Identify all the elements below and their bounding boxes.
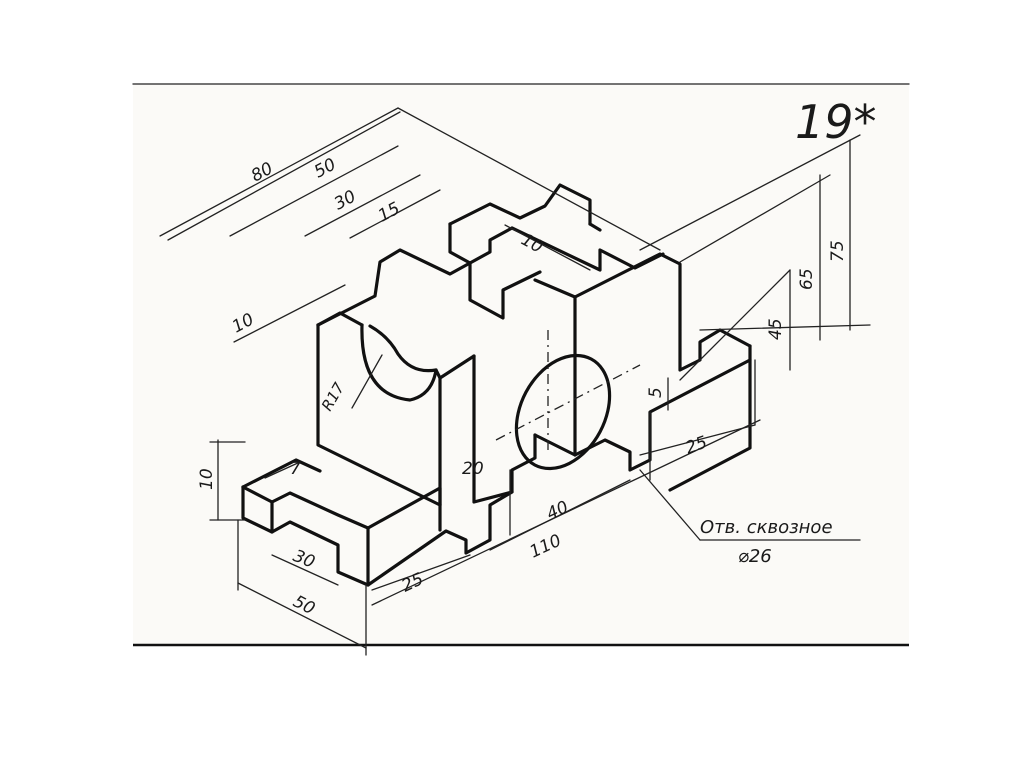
hole-note-line2: ⌀26: [738, 546, 772, 567]
rib-left: [448, 222, 514, 265]
dim-45: 45: [766, 318, 786, 340]
through-hole: [514, 353, 612, 471]
middle-step: [468, 261, 542, 320]
rib-top: [448, 183, 592, 226]
dim-20: 20: [462, 459, 484, 479]
hole-axis-h: [495, 364, 641, 441]
right-block-face: [533, 278, 577, 457]
right-base: [573, 344, 752, 472]
dimension-lines: [159, 107, 871, 656]
cradle-arc: [360, 323, 438, 402]
dim-5: 5: [646, 387, 666, 398]
mid-front: [472, 354, 537, 504]
right-block-top: [573, 252, 752, 372]
hole-note-line1: Отв. сквозное: [700, 517, 833, 538]
dim-75: 75: [828, 240, 848, 262]
sheet-number: 19*: [795, 95, 877, 149]
rib-edge: [588, 222, 602, 232]
left-block-top: [316, 248, 472, 327]
base-left-ledge: [241, 458, 322, 489]
dim-10-vert: 10: [197, 468, 217, 490]
cradle-inner: [368, 324, 438, 373]
left-block-front: [316, 323, 442, 507]
right-base-end: [668, 358, 752, 492]
dim-65: 65: [797, 268, 817, 290]
r17-leader: [351, 354, 383, 409]
part-body: [241, 183, 752, 587]
cradle-right: [434, 354, 476, 380]
base-step: [241, 485, 370, 587]
dim-7: 7: [290, 459, 301, 479]
